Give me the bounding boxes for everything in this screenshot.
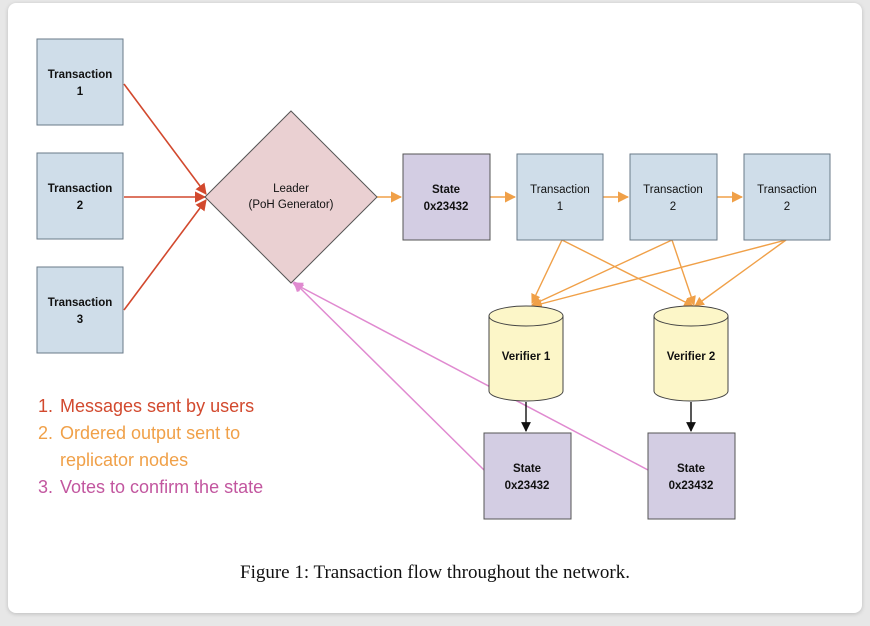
svg-text:Transaction: Transaction: [48, 69, 113, 81]
arrow-chain2-to-verifier2: [671, 239, 696, 306]
svg-text:Leader: Leader: [273, 183, 309, 195]
user-message-arrows: [123, 83, 207, 311]
legend: 1. Messages sent by users 2. Ordered out…: [38, 393, 340, 501]
svg-text:0x23432: 0x23432: [669, 480, 714, 492]
vote-arrows: [292, 281, 649, 471]
svg-text:1: 1: [77, 86, 84, 98]
arrow-chain2-to-verifier1: [531, 239, 673, 306]
arrow-chain3-to-verifier2: [694, 239, 787, 307]
transaction-box: Transaction 2: [629, 153, 718, 241]
svg-text:1: 1: [557, 201, 563, 213]
svg-text:Transaction: Transaction: [757, 184, 817, 196]
transaction-box: Transaction 2: [743, 153, 831, 241]
legend-text: Votes to confirm the state: [60, 477, 264, 497]
state-box-verifier: State 0x23432: [647, 432, 736, 520]
svg-text:3: 3: [77, 314, 83, 326]
figure-caption: Figure 1: Transaction flow throughout th…: [240, 562, 630, 583]
legend-text: Messages sent by users: [60, 396, 255, 416]
svg-text:Transaction: Transaction: [48, 183, 113, 195]
arrow-chain1-to-verifier1: [531, 239, 563, 304]
legend-number: 3.: [38, 477, 54, 497]
arrow-chain1-to-verifier2: [561, 239, 694, 307]
svg-text:0x23432: 0x23432: [424, 201, 469, 213]
svg-text:0x23432: 0x23432: [505, 480, 550, 492]
arrow-vote-state2-to-leader: [292, 282, 649, 471]
arrow-tx1-to-leader: [123, 83, 207, 195]
svg-text:2: 2: [670, 201, 676, 213]
legend-item-users: 1. Messages sent by users: [38, 393, 340, 420]
arrow-vote-state1-to-leader: [293, 281, 485, 471]
legend-item-votes: 3. Votes to confirm the state: [38, 474, 340, 501]
legend-text: Ordered output sent to replicator nodes: [60, 423, 241, 470]
svg-text:Verifier 1: Verifier 1: [502, 351, 551, 363]
transaction-box: Transaction 2: [36, 152, 124, 240]
verifier-node: Verifier 1: [488, 305, 564, 402]
svg-text:State: State: [677, 463, 705, 475]
state-box-verifier: State 0x23432: [483, 432, 572, 520]
legend-item-ordered: 2. Ordered output sent to replicator nod…: [38, 420, 340, 474]
svg-text:(PoH Generator): (PoH Generator): [248, 199, 333, 211]
leader-node: Leader (PoH Generator): [204, 110, 378, 284]
svg-text:Transaction: Transaction: [643, 184, 703, 196]
transaction-box: Transaction 1: [36, 38, 124, 126]
svg-text:Verifier 2: Verifier 2: [667, 351, 716, 363]
state-box-main: State 0x23432: [402, 153, 491, 241]
svg-text:State: State: [432, 184, 460, 196]
legend-number: 2.: [38, 423, 54, 443]
svg-text:2: 2: [784, 201, 790, 213]
transaction-box: Transaction 1: [516, 153, 604, 241]
verifier-node: Verifier 2: [653, 305, 729, 402]
svg-text:Transaction: Transaction: [530, 184, 590, 196]
legend-number: 1.: [38, 396, 54, 416]
arrow-tx3-to-leader: [123, 199, 207, 311]
svg-text:State: State: [513, 463, 541, 475]
svg-text:Transaction: Transaction: [48, 297, 113, 309]
arrow-chain3-to-verifier1: [532, 239, 787, 309]
verifier-state-arrows: [521, 402, 696, 432]
svg-text:2: 2: [77, 200, 83, 212]
ordered-output-arrows: [377, 191, 787, 309]
transaction-box: Transaction 3: [36, 266, 124, 354]
input-transactions: Transaction 1 Transaction 2 Transaction …: [36, 38, 124, 354]
ordered-transactions: Transaction 1 Transaction 2 Transaction …: [516, 153, 831, 241]
